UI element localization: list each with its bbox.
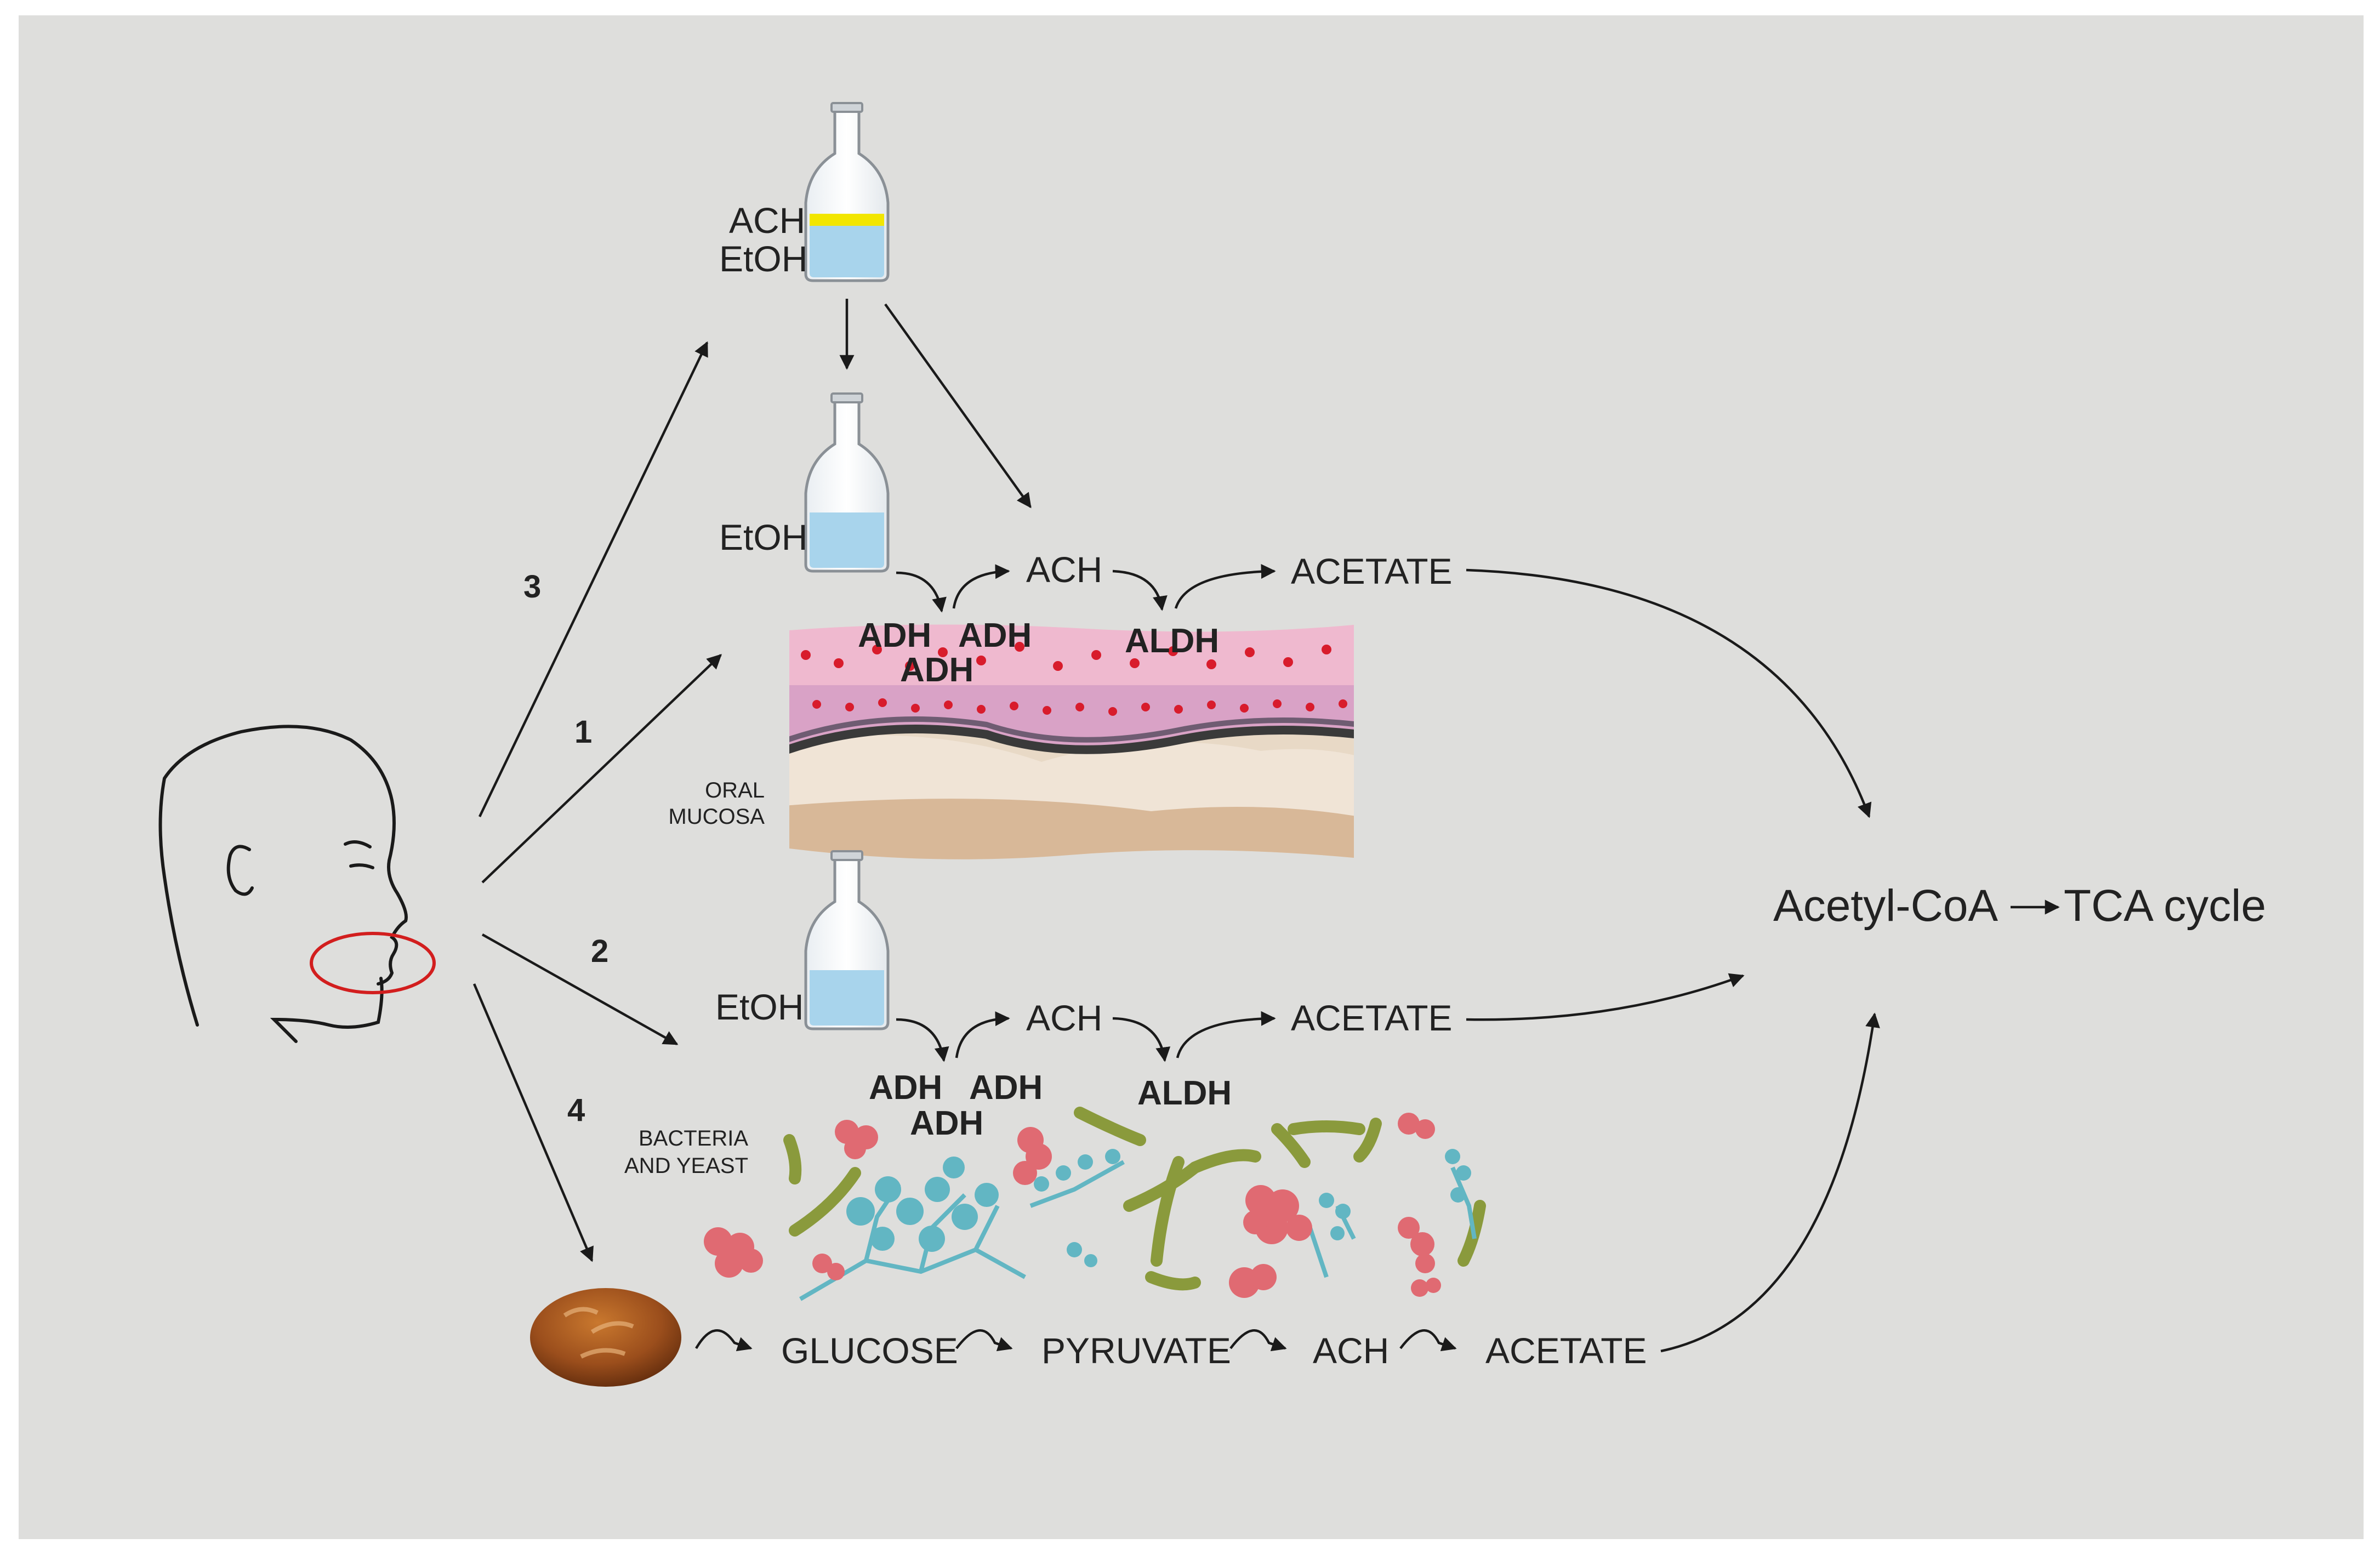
oral-mucosa-label-line1: ORAL	[705, 778, 765, 802]
pyruvate-label: PYRUVATE	[1041, 1330, 1231, 1371]
bottle-icon	[806, 851, 888, 1029]
route-4-label: 4	[567, 1092, 585, 1128]
bottle-icon	[806, 394, 888, 571]
bread-icon	[530, 1288, 681, 1387]
top-bottle-ach-label: ACH	[729, 200, 805, 241]
mucosa-ach-label: ACH	[1026, 549, 1102, 590]
microbe-acetate-label: ACETATE	[1291, 998, 1453, 1038]
bacteria-label-line1: BACTERIA	[639, 1126, 748, 1150]
microbe-adh-1-label: ADH	[869, 1069, 942, 1107]
bacteria-label-line2: AND YEAST	[624, 1154, 748, 1178]
acetyl-coa-label: Acetyl-CoA	[1773, 881, 1998, 931]
mucosa-adh-2-label: ADH	[958, 617, 1032, 654]
microbes-icon	[704, 1107, 1486, 1301]
top-bottle-etoh-label: EtOH	[719, 238, 807, 279]
microbe-adh-3-label: ADH	[910, 1104, 983, 1142]
glucose-label: GLUCOSE	[781, 1330, 958, 1371]
tca-cycle-label: TCA cycle	[2064, 881, 2266, 931]
mucosa-adh-3-label: ADH	[900, 651, 973, 689]
human-head-icon	[158, 725, 408, 1043]
low-bottle-etoh-label: EtOH	[715, 987, 804, 1027]
microbe-ach-label: ACH	[1026, 998, 1102, 1038]
route-1-label: 1	[574, 714, 592, 750]
bottle-icon	[806, 103, 888, 281]
microbe-adh-2-label: ADH	[969, 1069, 1043, 1107]
bread-ach-label: ACH	[1313, 1330, 1389, 1371]
mucosa-aldh-label: ALDH	[1125, 622, 1219, 660]
mid-bottle-etoh-label: EtOH	[719, 517, 807, 557]
route-3-label: 3	[523, 569, 541, 605]
mouth-circle	[310, 932, 436, 994]
oral-mucosa-tissue-icon	[789, 624, 1354, 859]
mucosa-acetate-label: ACETATE	[1291, 551, 1453, 591]
bread-acetate-label: ACETATE	[1485, 1330, 1647, 1371]
mucosa-adh-1-label: ADH	[858, 617, 931, 654]
microbe-aldh-label: ALDH	[1137, 1074, 1232, 1112]
route-2-label: 2	[591, 933, 608, 969]
oral-mucosa-label-line2: MUCOSA	[668, 805, 765, 829]
